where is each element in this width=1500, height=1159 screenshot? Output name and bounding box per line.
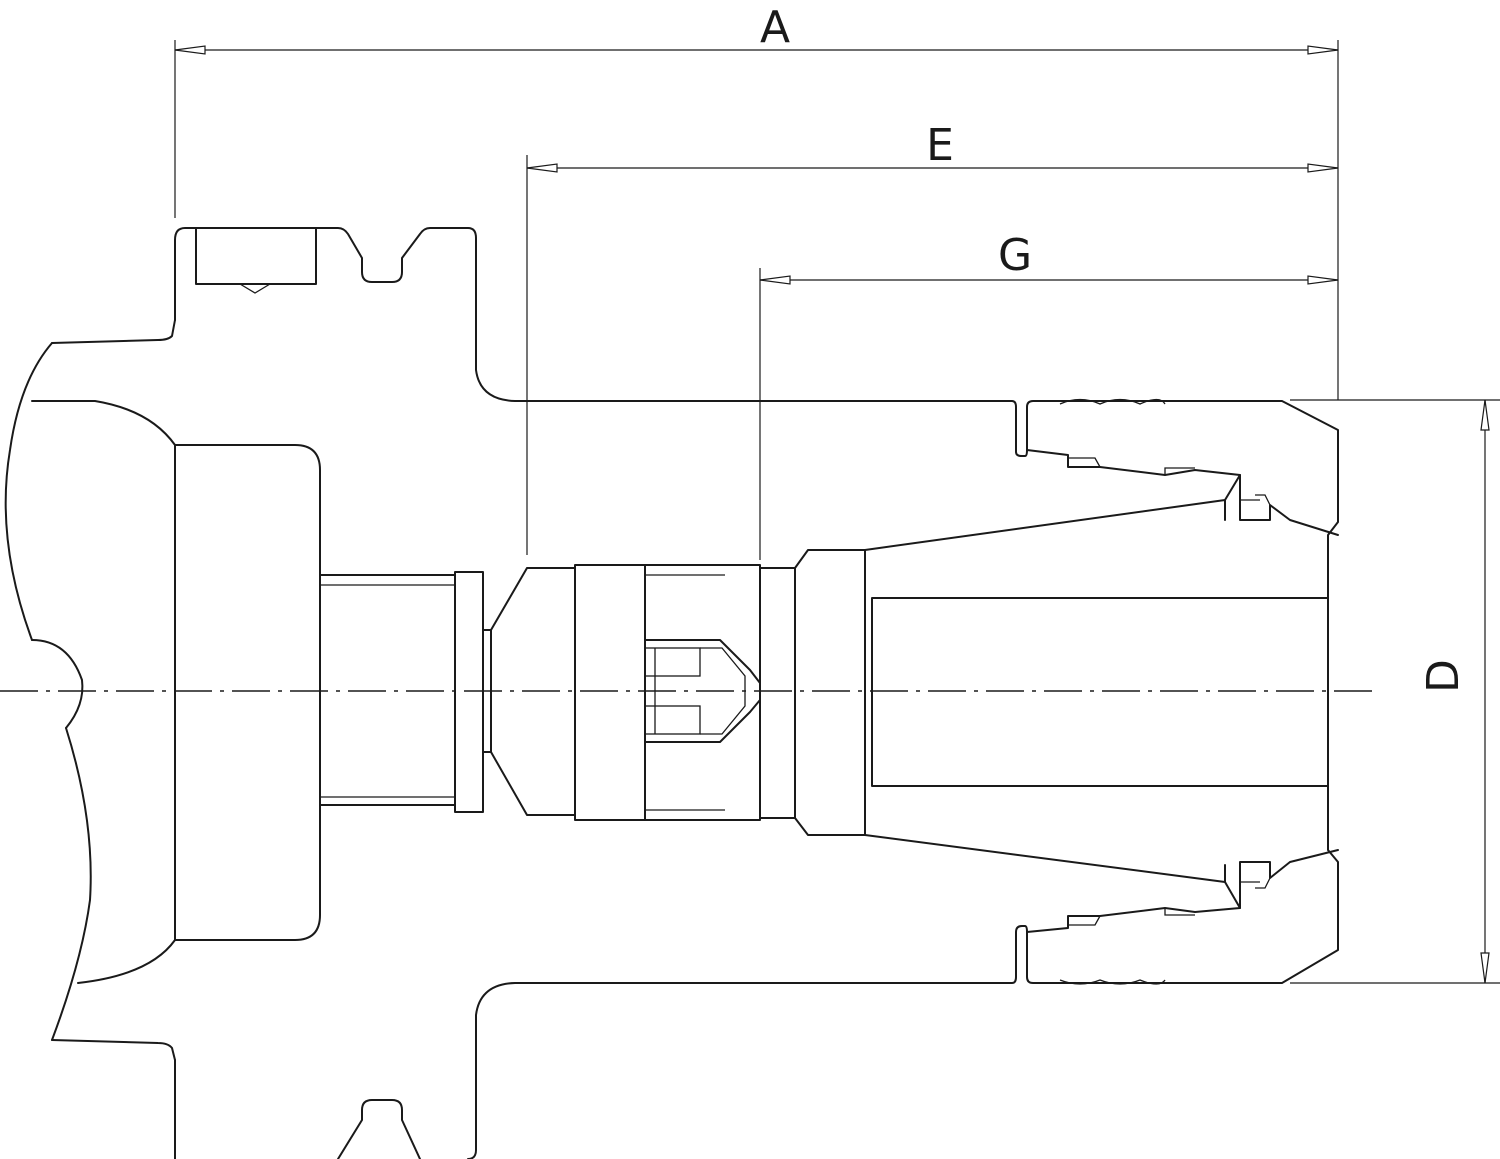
dimension-d-label: D: [1418, 659, 1469, 693]
dimension-e: E: [526, 120, 1339, 555]
clamping-nut-top: [1026, 398, 1339, 536]
key-slot: [195, 227, 317, 285]
stop-screw: [490, 564, 796, 821]
dimension-a-label: A: [760, 2, 790, 53]
dimension-g-label: G: [998, 230, 1032, 281]
dimension-g: G: [759, 230, 1339, 560]
holder-body: [174, 227, 1339, 1159]
shank-bore: [174, 444, 492, 941]
spindle: [4, 319, 176, 1061]
dimension-d: D: [1290, 399, 1500, 984]
dimension-e-label: E: [926, 120, 954, 171]
dimension-a: A: [174, 2, 1339, 400]
clamping-nut-bottom: [1026, 849, 1339, 985]
